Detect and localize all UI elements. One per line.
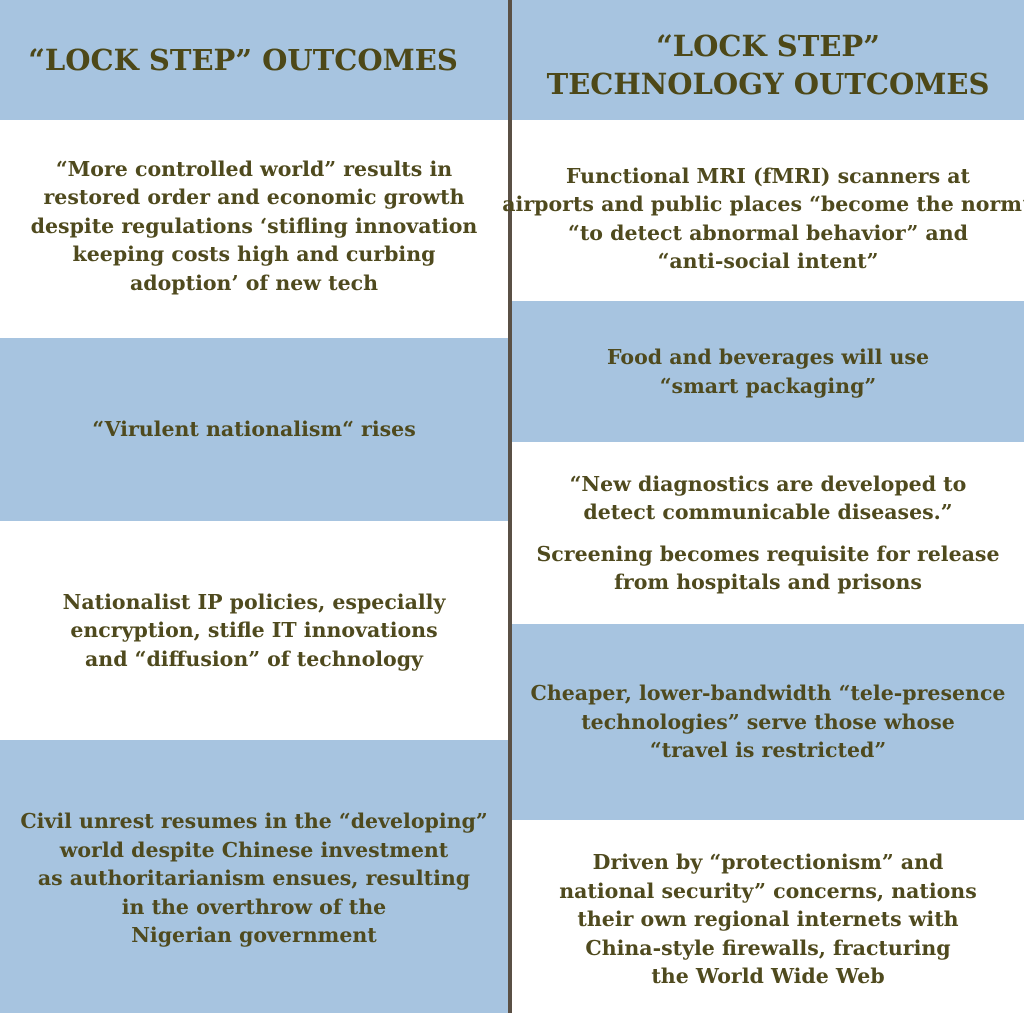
text-line: adoption’ of new tech — [130, 270, 378, 295]
text-line: encryption, stifle IT innovations — [70, 618, 438, 643]
text-line: Nigerian government — [131, 923, 377, 948]
text-line: national security” concerns, nations — [559, 878, 977, 903]
left-outcome-1: “More controlled world” results in resto… — [0, 120, 508, 338]
left-outcome-2: “Virulent nationalism“ rises — [0, 338, 508, 521]
right-column: “LOCK STEP” TECHNOLOGY OUTCOMES Function… — [502, 0, 1024, 1013]
right-outcome-2-text: Food and beverages will use “smart packa… — [607, 343, 929, 400]
text-line: as authoritarianism ensues, resulting — [37, 866, 471, 891]
text-line: Driven by “protectionism” and — [592, 850, 944, 875]
text-line: “smart packaging” — [659, 373, 877, 398]
right-outcome-5: Driven by “protectionism” and national s… — [512, 820, 1024, 1013]
right-outcome-1-text: Functional MRI (fMRI) scanners at airpor… — [502, 162, 1024, 276]
right-outcome-3-text: “New diagnostics are developed to detect… — [536, 470, 999, 597]
text-line: world despite Chinese investment — [59, 837, 449, 862]
left-outcome-1-text: “More controlled world” results in resto… — [31, 155, 478, 298]
left-outcome-4: Civil unrest resumes in the “developing”… — [0, 740, 508, 1013]
right-outcome-4-text: Cheaper, lower-bandwidth “tele-presence … — [531, 679, 1006, 765]
text-line: restored order and economic growth — [43, 185, 465, 210]
text-line: in the overthrow of the — [121, 894, 387, 919]
left-column: “LOCK STEP” OUTCOMES “More controlled wo… — [0, 0, 508, 1013]
text-line: China-style firewalls, fracturing — [585, 935, 951, 960]
text-line: “New diagnostics are developed to — [569, 471, 967, 496]
right-header-line: “LOCK STEP” — [656, 29, 880, 63]
text-line: Cheaper, lower-bandwidth “tele-presence — [530, 681, 1006, 706]
right-header: “LOCK STEP” TECHNOLOGY OUTCOMES — [512, 0, 1024, 120]
text-line: technologies” serve those whose — [581, 709, 955, 734]
text-line: Nationalist IP policies, especially — [62, 589, 446, 614]
text-line: keeping costs high and curbing — [72, 242, 436, 267]
left-header-line: “LOCK STEP” OUTCOMES — [28, 43, 458, 77]
right-outcome-2: Food and beverages will use “smart packa… — [512, 301, 1024, 442]
right-outcome-1: Functional MRI (fMRI) scanners at airpor… — [502, 120, 1024, 301]
text-line: “Virulent nationalism“ rises — [92, 417, 416, 442]
right-outcome-4: Cheaper, lower-bandwidth “tele-presence … — [512, 624, 1024, 820]
text-line: the World Wide Web — [651, 964, 885, 989]
left-outcome-4-text: Civil unrest resumes in the “developing”… — [20, 807, 487, 950]
left-outcome-3-text: Nationalist IP policies, especially encr… — [63, 588, 446, 674]
text-line: “travel is restricted” — [649, 738, 887, 763]
right-header-title: “LOCK STEP” TECHNOLOGY OUTCOMES — [547, 27, 990, 103]
text-line: their own regional internets with — [577, 907, 959, 932]
right-header-line: TECHNOLOGY OUTCOMES — [546, 67, 990, 101]
text-line: from hospitals and prisons — [614, 570, 922, 594]
text-line: detect communicable diseases.” — [583, 500, 953, 524]
left-header-title: “LOCK STEP” OUTCOMES — [28, 41, 458, 79]
text-line: Civil unrest resumes in the “developing” — [20, 809, 488, 834]
left-header: “LOCK STEP” OUTCOMES — [0, 0, 508, 120]
text-line: “More controlled world” results in — [55, 156, 453, 181]
text-line: Screening becomes requisite for release — [536, 541, 1000, 566]
text-line: despite regulations ‘stifling innovation — [30, 213, 478, 238]
text-line: Food and beverages will use — [606, 345, 929, 369]
column-divider — [508, 0, 512, 1013]
text-line: “to detect abnormal behavior” and — [568, 220, 968, 245]
left-outcome-3: Nationalist IP policies, especially encr… — [0, 521, 508, 740]
text-line: Functional MRI (fMRI) scanners at — [565, 163, 971, 188]
text-line: and “diffusion” of technology — [85, 646, 423, 671]
text-line: airports and public places “become the n… — [502, 192, 1024, 216]
text-line: “anti-social intent” — [657, 249, 879, 273]
right-outcome-3: “New diagnostics are developed to detect… — [512, 442, 1024, 624]
left-outcome-2-text: “Virulent nationalism“ rises — [92, 415, 416, 444]
right-outcome-5-text: Driven by “protectionism” and national s… — [559, 848, 977, 991]
